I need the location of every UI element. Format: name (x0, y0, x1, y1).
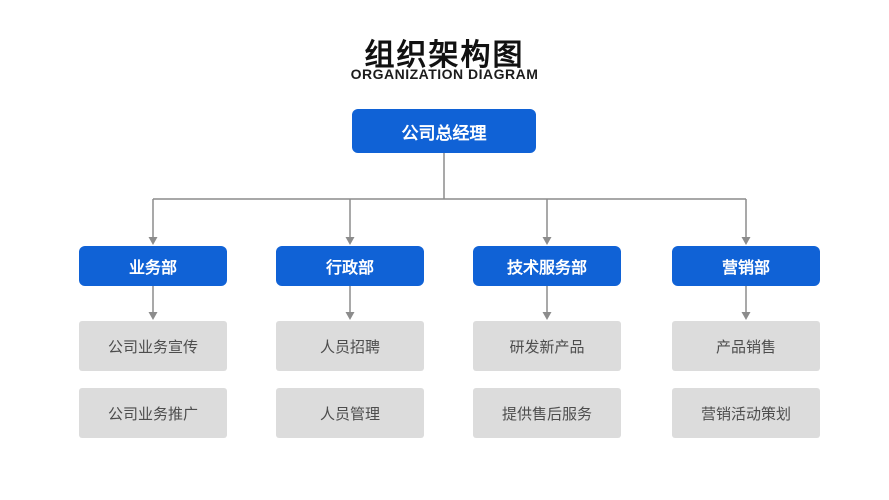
node-task: 人员招聘 (276, 321, 424, 371)
page-subtitle: ORGANIZATION DIAGRAM (350, 66, 539, 82)
node-dept-marketing: 营销部 (672, 246, 820, 286)
node-task: 公司业务推广 (79, 388, 227, 438)
node-dept-tech-service: 技术服务部 (473, 246, 621, 286)
node-general-manager: 公司总经理 (352, 109, 536, 153)
node-task: 研发新产品 (473, 321, 621, 371)
node-task: 提供售后服务 (473, 388, 621, 438)
page-title: 组织架构图 (364, 39, 525, 72)
node-task: 产品销售 (672, 321, 820, 371)
node-task: 人员管理 (276, 388, 424, 438)
node-dept-administration: 行政部 (276, 246, 424, 286)
node-dept-business: 业务部 (79, 246, 227, 286)
node-task: 营销活动策划 (672, 388, 820, 438)
node-task: 公司业务宣传 (79, 321, 227, 371)
